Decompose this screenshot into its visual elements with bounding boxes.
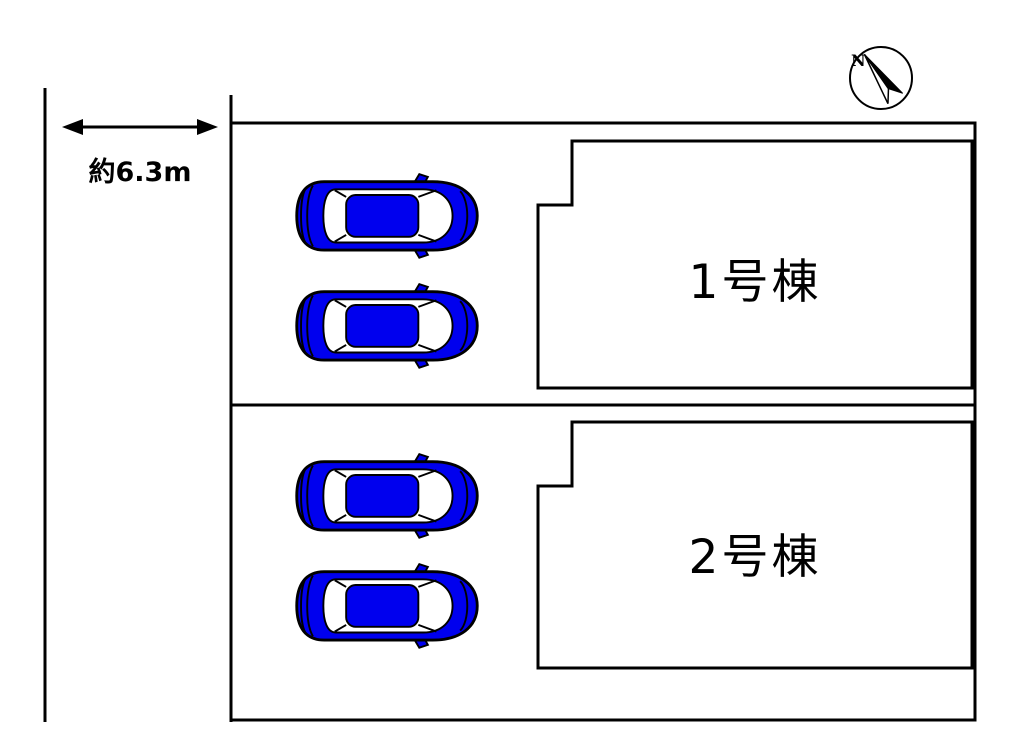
car-icon [295,562,479,650]
car-icon [295,452,479,540]
building-2-label: 2号棟 [688,530,822,585]
road-width-arrow [62,119,218,135]
building-2-footprint [536,420,974,670]
building-1-label: 1号棟 [688,255,822,310]
road-width-label: 約6.3m [88,157,192,188]
compass-north-label: N [851,51,866,70]
car-icon [295,282,479,370]
compass-icon: N [849,46,913,110]
car-icon [295,172,479,260]
building-1-footprint [536,139,974,390]
